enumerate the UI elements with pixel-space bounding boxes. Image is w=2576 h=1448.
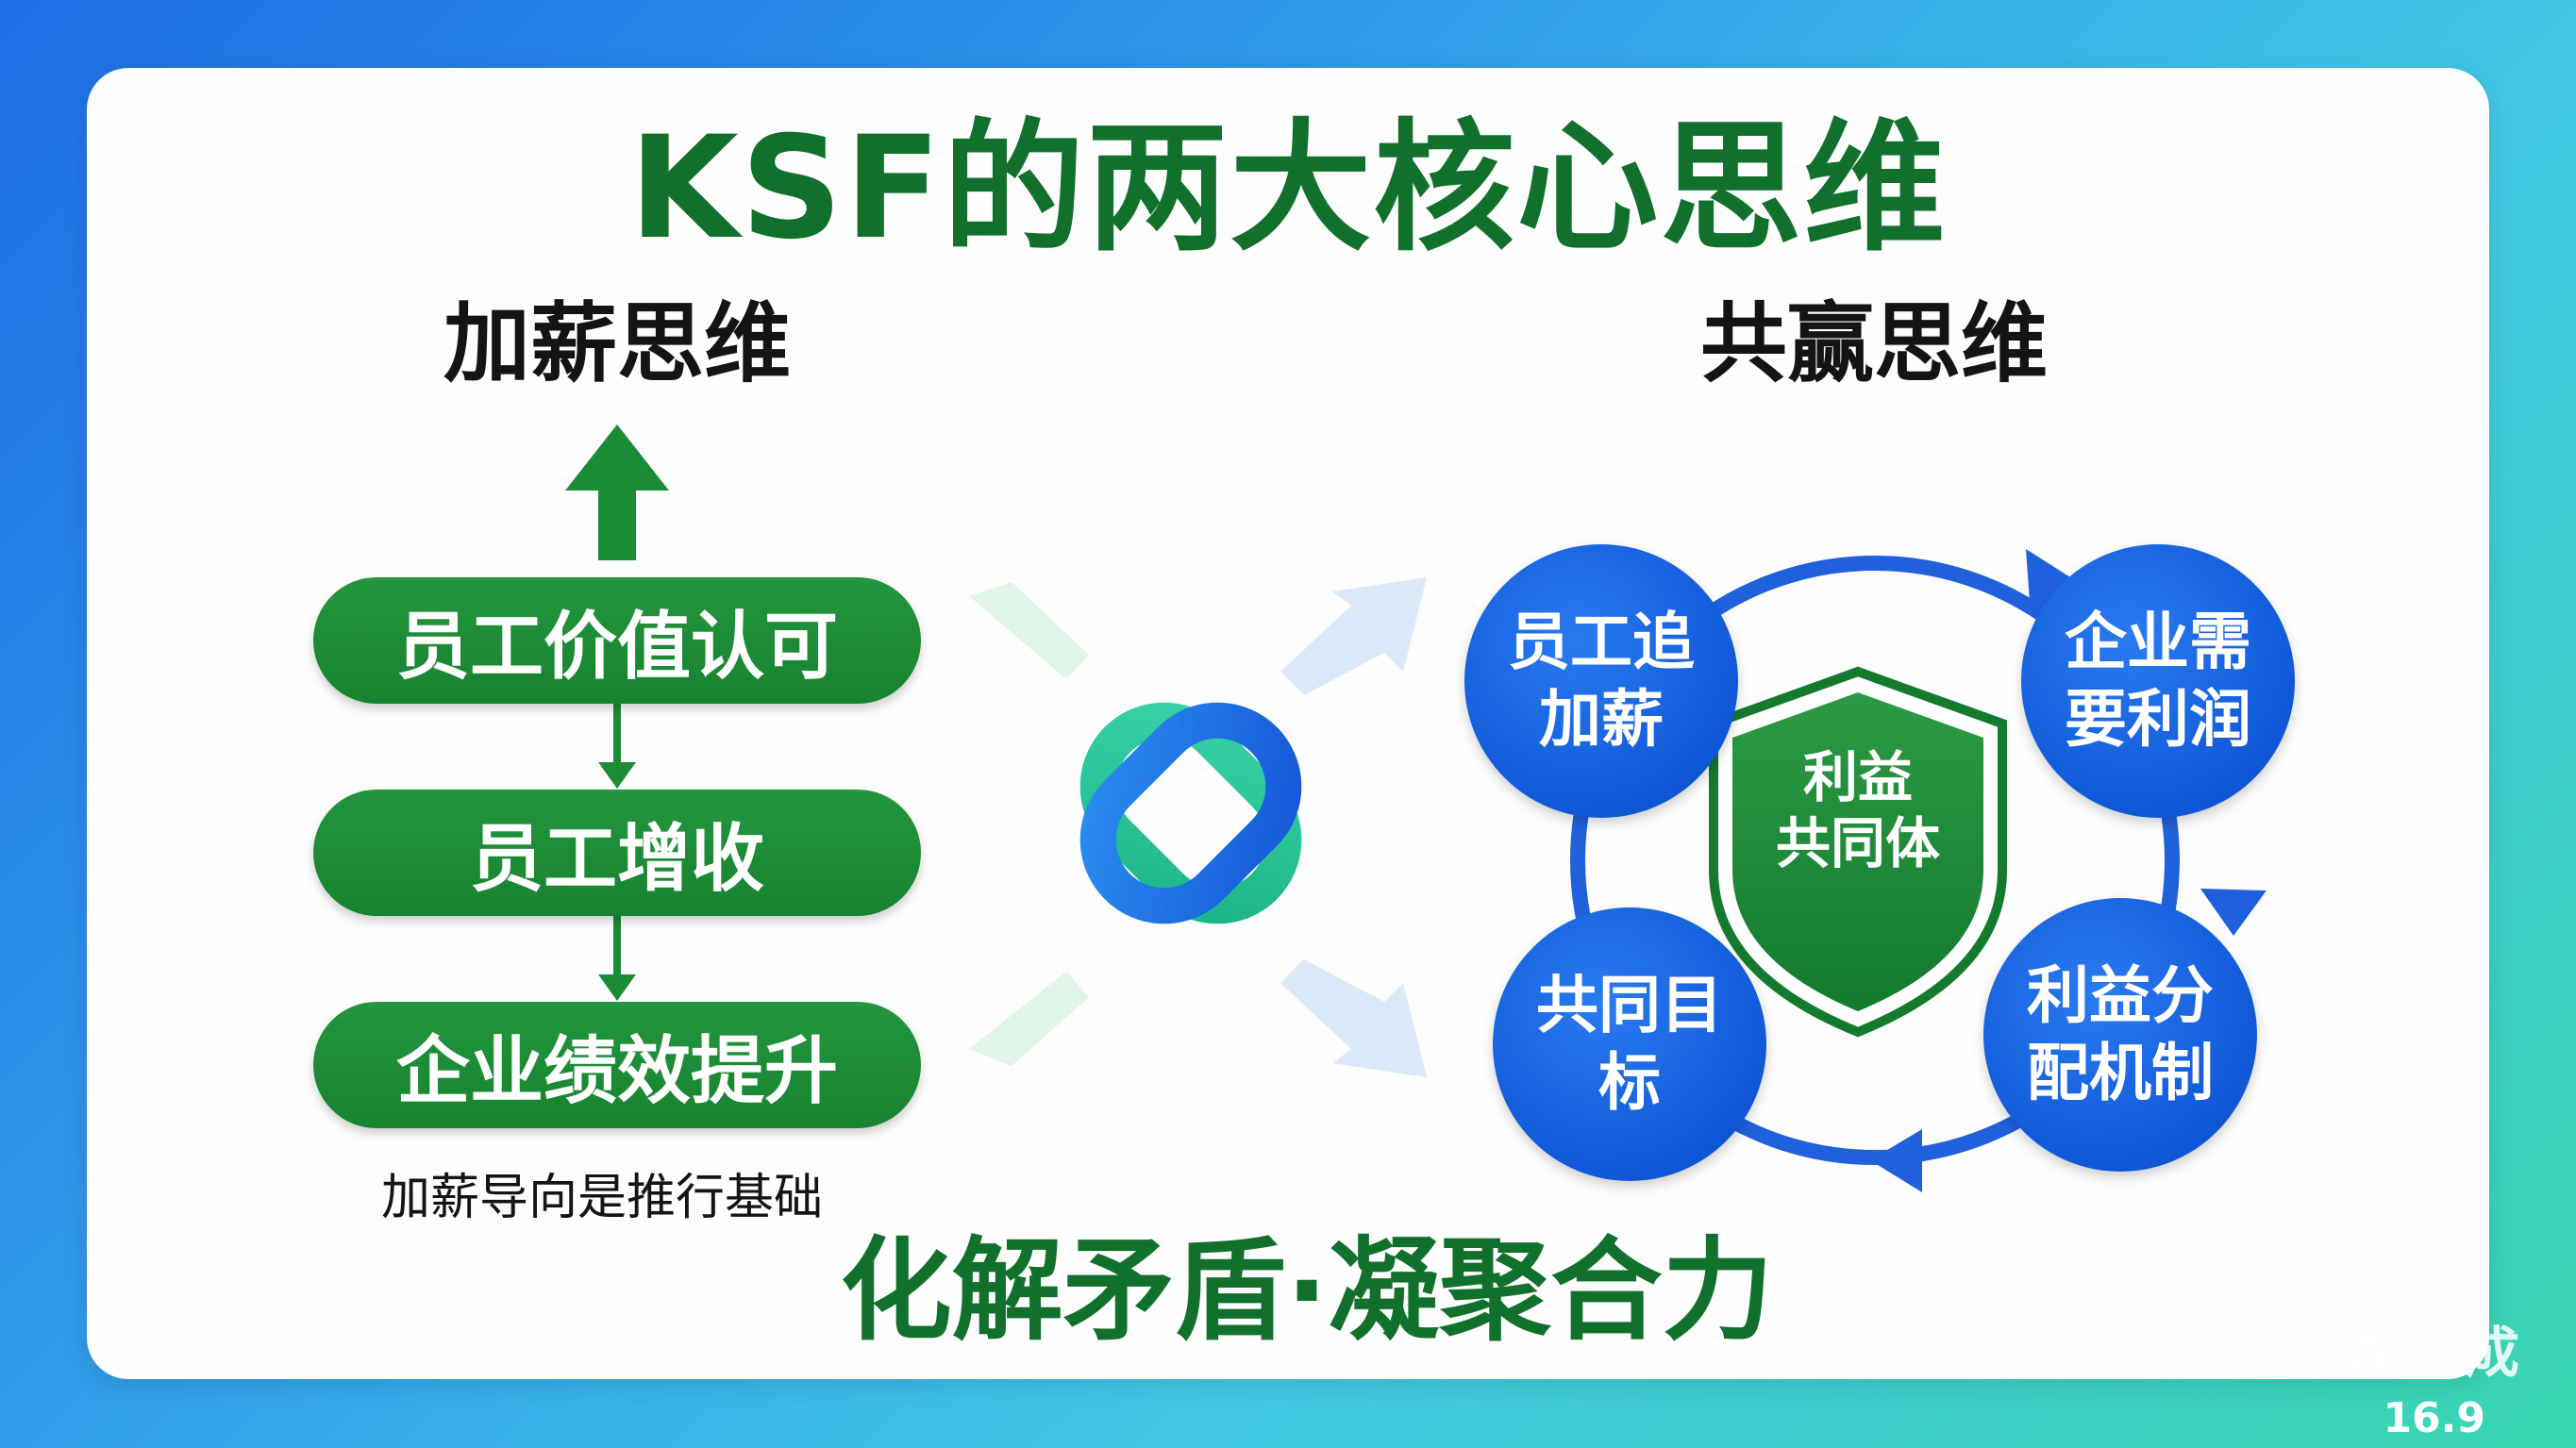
node-common-goal: 共同目标 [1493, 907, 1766, 1181]
step-label: 员工价值认可 [395, 605, 838, 690]
node-label: 共同目标 [1535, 968, 1723, 1120]
step-employee-income: 员工增收 [313, 790, 921, 916]
node-profit-distribution: 利益分配机制 [1983, 898, 2257, 1172]
down-arrow-icon [598, 704, 636, 789]
shield-label: 利益 共同体 [1759, 745, 1957, 876]
shield-label-line2: 共同体 [1775, 810, 1940, 875]
right-heading: 共赢思维 [1700, 293, 2049, 394]
faint-arrows [969, 577, 1427, 1077]
interlocked-rings-icon [1079, 702, 1302, 924]
step-label: 企业绩效提升 [395, 1029, 838, 1114]
page-title: KSF的两大核心思维 [628, 107, 1948, 271]
up-arrow-icon [565, 424, 669, 560]
watermark: 豆包AI生成 [2237, 1321, 2519, 1385]
shield-icon [1709, 666, 2007, 1038]
step-performance: 企业绩效提升 [313, 1002, 921, 1128]
diagram-graphics [565, 424, 2267, 1192]
ratio-label: 16.9 [2383, 1394, 2485, 1442]
node-label: 员工追加薪 [1507, 605, 1695, 757]
node-label: 企业需要利润 [2064, 605, 2251, 757]
node-employee-raise: 员工追加薪 [1464, 544, 1738, 818]
node-label: 利益分配机制 [2026, 958, 2214, 1110]
step-label: 员工增收 [469, 817, 764, 902]
shield-label-line1: 利益 [1802, 745, 1913, 809]
node-company-profit: 企业需要利润 [2021, 544, 2295, 818]
left-heading: 加薪思维 [443, 293, 792, 394]
slogan: 化解矛盾·凝聚合力 [840, 1225, 1774, 1356]
slide-card: KSF的两大核心思维 加薪思维 共赢思维 员工价值认可 员工增收 企业绩效提升 … [87, 68, 2489, 1379]
circular-arrows-icon [1570, 549, 2267, 1192]
step-employee-value: 员工价值认可 [313, 577, 921, 704]
left-note: 加薪导向是推行基础 [381, 1170, 824, 1226]
down-arrow-icon [598, 916, 636, 1001]
